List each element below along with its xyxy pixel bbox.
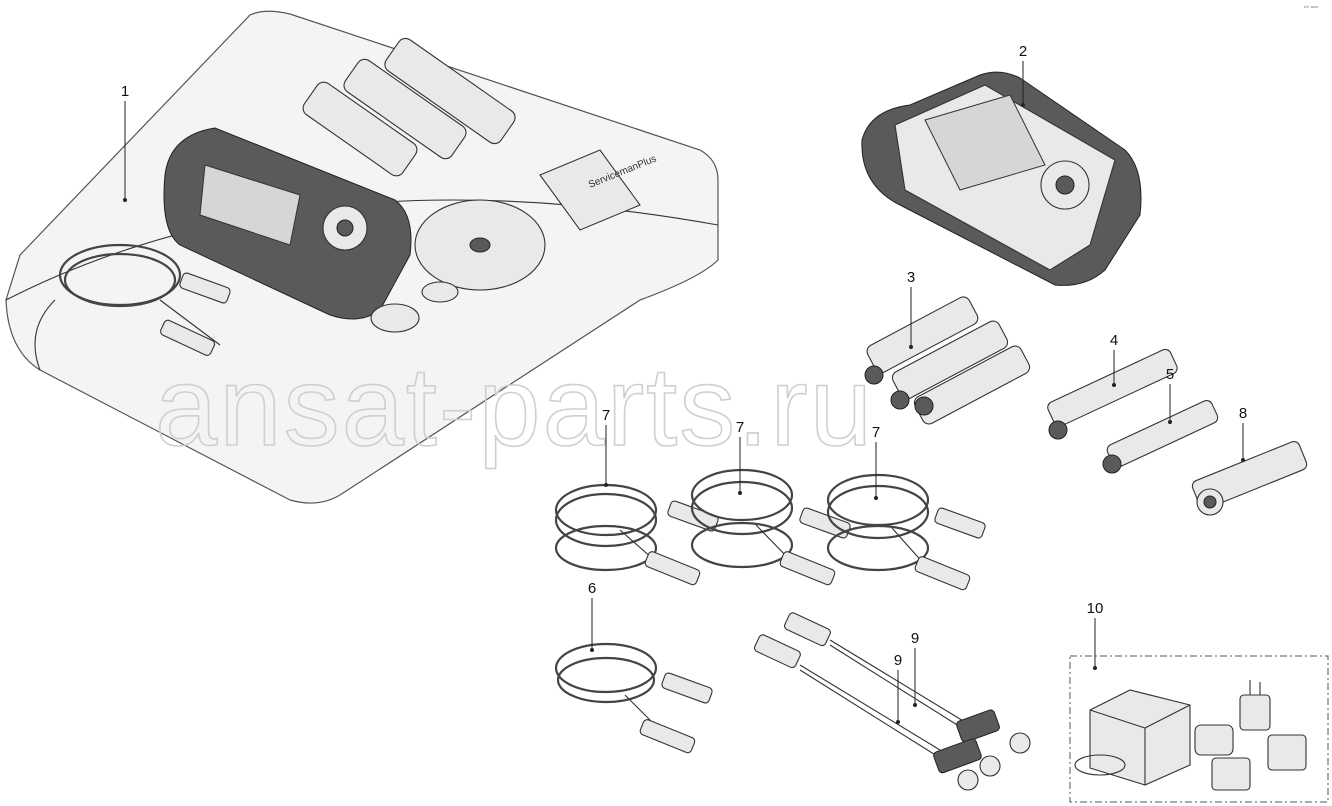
handheld-unit <box>861 71 1142 286</box>
case-sensors <box>302 37 516 177</box>
short-cable <box>554 642 713 754</box>
callout-label: 7 <box>872 424 880 441</box>
callout-4: 4 <box>1110 332 1118 387</box>
cable-3 <box>826 473 986 591</box>
callout-7a: 7 <box>602 407 610 487</box>
cable-2 <box>690 468 851 586</box>
case-manual <box>539 149 641 231</box>
callout-10: 10 <box>1087 600 1104 670</box>
pressure-sensor-set <box>864 296 1031 425</box>
sensor-a <box>1047 348 1178 440</box>
callout-label: 1 <box>121 83 129 100</box>
callout-label: 5 <box>1166 366 1174 383</box>
callout-label: 7 <box>602 407 610 424</box>
corner-mark: ⁿ⁰ ᵒᵒᵒ <box>1304 5 1319 12</box>
callout-1: 1 <box>121 83 129 202</box>
callout-2: 2 <box>1019 43 1027 107</box>
sensor-b <box>1102 400 1219 474</box>
charger-kit <box>1069 655 1329 803</box>
callout-9a: 9 <box>911 630 919 707</box>
y-cable-2 <box>754 634 1001 791</box>
callout-label: 2 <box>1019 43 1027 60</box>
watermark-text: ansat-parts.ru <box>155 344 874 469</box>
callout-label: 3 <box>907 269 915 286</box>
callout-label: 9 <box>911 630 919 647</box>
callout-label: 10 <box>1087 600 1104 617</box>
callout-label: 4 <box>1110 332 1118 349</box>
adapter <box>1191 441 1308 516</box>
callout-8: 8 <box>1239 405 1247 462</box>
callout-6: 6 <box>588 580 596 652</box>
callout-7b: 7 <box>736 419 744 495</box>
callout-3: 3 <box>907 269 915 349</box>
carry-case: ServicemanPlus <box>5 10 719 504</box>
callout-label: 9 <box>894 652 902 669</box>
callout-label: 6 <box>588 580 596 597</box>
case-device <box>163 127 412 320</box>
callout-label: 8 <box>1239 405 1247 422</box>
callout-label: 7 <box>736 419 744 436</box>
callout-7c: 7 <box>872 424 880 500</box>
callout-5: 5 <box>1166 366 1174 424</box>
callout-9b: 9 <box>894 652 902 724</box>
